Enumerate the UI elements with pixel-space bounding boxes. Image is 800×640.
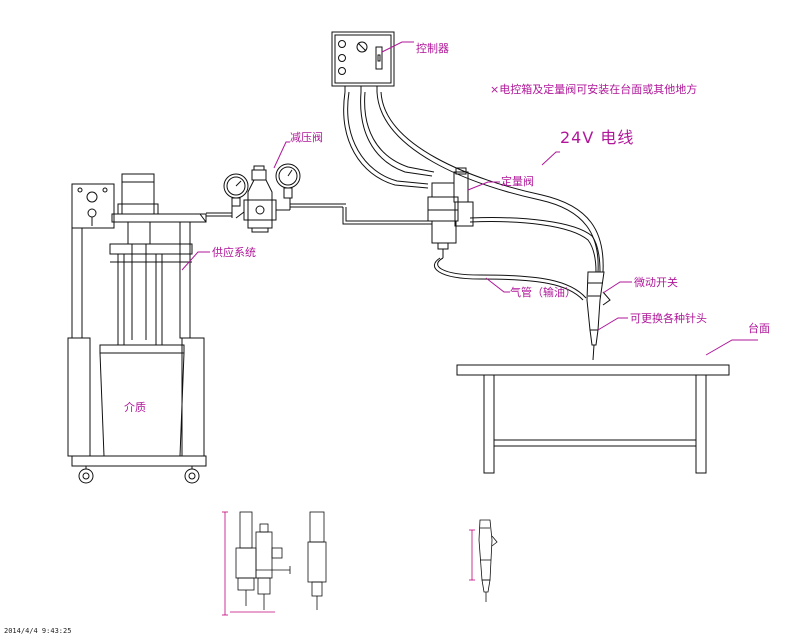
needle-label: 可更换各种针头 [630,312,707,325]
micro-switch-label: 微动开关 [634,276,678,289]
air-pipe [434,257,587,301]
metering-valve-label: 定量阀 [501,175,534,188]
detail-drawing-gun [469,519,498,602]
leader-lines [181,41,758,356]
metering-valve [342,167,474,258]
cable-label: 24V 电线 [560,128,635,147]
air-pipe-label: 气管（输油） [510,286,576,299]
pressure-reducing-valve [206,163,346,233]
timestamp: 2014/4/4 9:43:25 [4,627,72,635]
installation-note: ×电控箱及定量阀可安装在台面或其他地方 [490,83,698,96]
detail-drawing-valve [222,511,327,616]
cables [343,91,604,273]
dispensing-gun [586,271,611,361]
controller-label: 控制器 [416,42,449,55]
supply-system [67,173,207,484]
pressure-valve-label: 减压阀 [290,131,323,144]
medium-label: 介质 [124,401,146,414]
supply-system-label: 供应系统 [212,246,256,259]
table-label: 台面 [748,322,770,335]
work-table [456,364,730,474]
controller-box [331,31,395,92]
